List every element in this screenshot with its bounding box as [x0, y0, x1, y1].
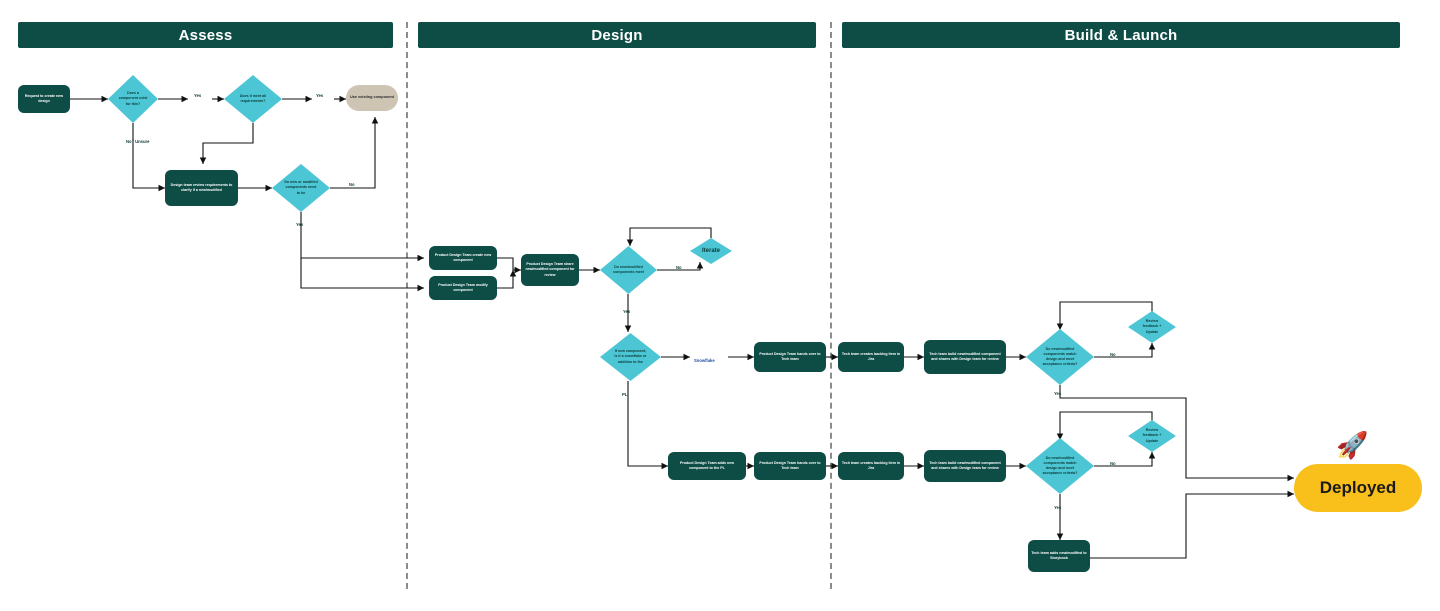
node-label: If new component, is it a snowflake or a…: [614, 349, 647, 364]
node-deployed[interactable]: Deployed: [1294, 464, 1422, 512]
node-decision-match-design-bottom[interactable]: Do new/modified components match design …: [1026, 438, 1094, 494]
node-request-to-create[interactable]: Request to create new design: [18, 85, 70, 113]
node-label: Do new/modified components match design …: [1042, 455, 1078, 476]
edge-label-no-review: No: [676, 265, 682, 270]
edge-label-no-top: No: [1110, 352, 1116, 357]
node-backlog-top[interactable]: Tech team creates backlog item in Jira: [838, 342, 904, 372]
node-decision-snowflake[interactable]: If new component, is it a snowflake or a…: [600, 333, 661, 381]
edge-label-no-unsure: No / Unsure: [126, 139, 150, 144]
node-label: Does it meet all requirements?: [239, 93, 267, 103]
node-label: Review feedback + Update: [1142, 428, 1162, 443]
edge-label-yes-3: Yes: [296, 222, 304, 227]
node-create-new-component[interactable]: Product Design Team create new component: [429, 246, 497, 270]
node-label: Do new/modified components meet: [613, 264, 644, 274]
node-tech-build-bottom[interactable]: Tech team build new/modified component a…: [924, 450, 1006, 482]
band-assess-label: Assess: [178, 26, 233, 44]
node-use-existing-component[interactable]: Use existing component: [346, 85, 398, 111]
node-decision-components-meet[interactable]: Do new/modified components meet: [600, 246, 657, 294]
lane-divider-design-build: [830, 22, 832, 589]
node-review-feedback-top[interactable]: Review feedback + Update: [1128, 311, 1176, 343]
node-label: Do new or modified components need to be: [284, 180, 318, 195]
node-label: Does a component exist for this?: [118, 91, 148, 106]
edge-label-yes-2: Yes: [316, 93, 324, 98]
band-assess: Assess: [18, 22, 393, 48]
node-decision-component-exists[interactable]: Does a component exist for this?: [108, 75, 158, 123]
node-decision-need-to-be[interactable]: Do new or modified components need to be: [272, 164, 330, 212]
node-label: Review feedback + Update: [1142, 319, 1162, 334]
band-design: Design: [418, 22, 816, 48]
node-tech-build-top[interactable]: Tech team build new/modified component a…: [924, 340, 1006, 374]
node-handover-tech-bottom[interactable]: Product Design Team hands over to Tech t…: [754, 452, 826, 480]
edge-label-yes-bottom: Yes: [1054, 505, 1062, 510]
node-backlog-bottom[interactable]: Tech team creates backlog item in Jira: [838, 452, 904, 480]
band-build-launch-label: Build & Launch: [1064, 26, 1178, 44]
node-modify-component[interactable]: Product Design Team modify component: [429, 276, 497, 300]
edge-label-pl: PL: [622, 392, 628, 397]
node-add-to-pl[interactable]: Product Design Team adds new component t…: [668, 452, 746, 480]
node-label: Do new/modified components match design …: [1042, 346, 1078, 367]
edge-label-snowflake: Snowflake: [694, 358, 715, 363]
node-share-for-review[interactable]: Product Design Team share new/modified c…: [521, 254, 579, 286]
node-decision-match-design-top[interactable]: Do new/modified components match design …: [1026, 329, 1094, 385]
edge-label-yes-1: Yes: [194, 93, 202, 98]
edge-label-yes-top: Yes: [1054, 391, 1062, 396]
node-review-feedback-bottom[interactable]: Review feedback + Update: [1128, 420, 1176, 452]
node-handover-tech-top[interactable]: Product Design Team hands over to Tech t…: [754, 342, 826, 372]
node-decision-meets-requirements[interactable]: Does it meet all requirements?: [224, 75, 282, 123]
node-storybook[interactable]: Tech team adds new/modified to Storybook: [1028, 540, 1090, 572]
edge-label-yes-review: Yes: [623, 309, 631, 314]
band-build-launch: Build & Launch: [842, 22, 1400, 48]
node-iterate[interactable]: Iterate: [690, 238, 732, 264]
edge-label-no-bottom: No: [1110, 461, 1116, 466]
rocket-icon: 🚀: [1336, 430, 1369, 460]
band-design-label: Design: [591, 26, 643, 44]
edge-label-no-1: No: [349, 182, 355, 187]
node-design-team-review[interactable]: Design team review requirements to clari…: [165, 170, 238, 206]
lane-divider-assess-design: [406, 22, 408, 589]
node-label: Iterate: [701, 247, 720, 254]
